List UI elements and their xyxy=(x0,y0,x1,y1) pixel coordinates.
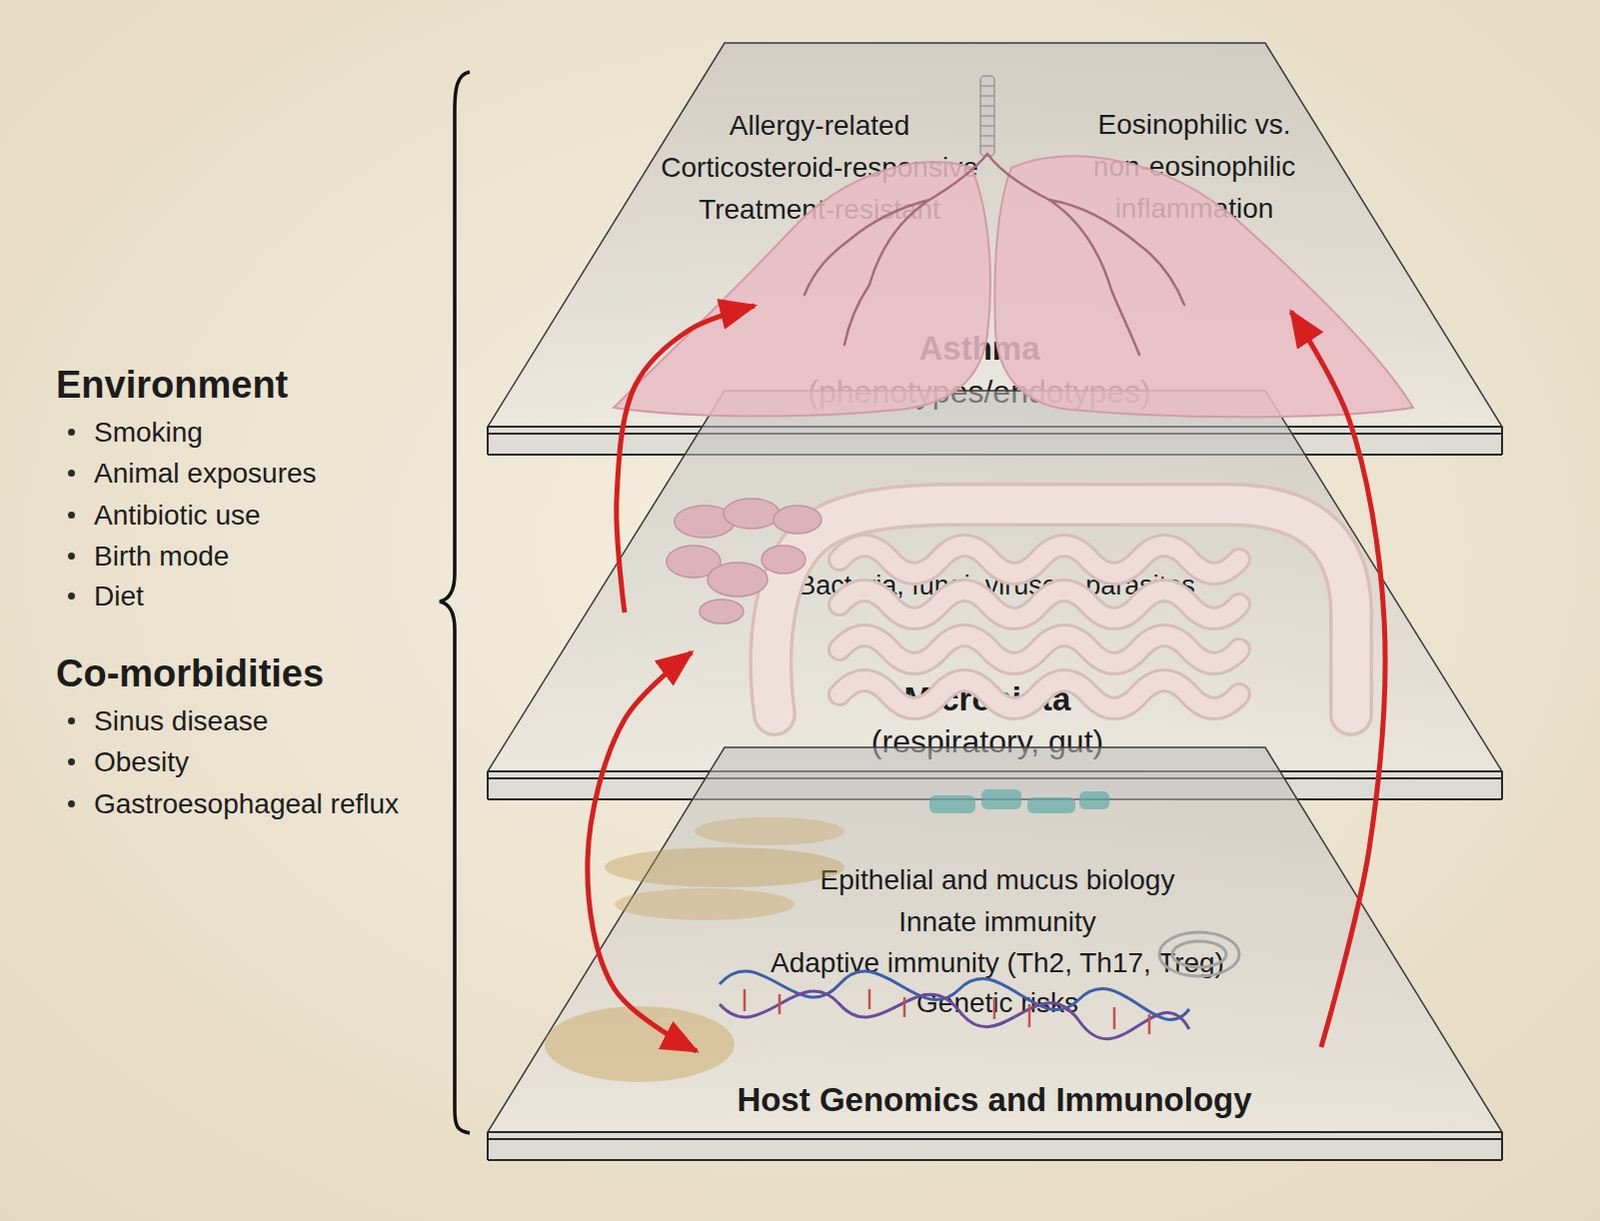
lungs-illustration xyxy=(613,75,1414,417)
bullet-dot xyxy=(67,592,75,600)
list-item: Gastroesophageal reflux xyxy=(93,786,399,822)
left-lung xyxy=(613,161,991,417)
text-slot: Innate immunity xyxy=(898,904,1097,940)
swirl-structure xyxy=(1159,932,1240,977)
plane-text: Adaptive immunity (Th2, Th17, Treg) xyxy=(770,945,1225,981)
large-intestine xyxy=(770,504,1352,715)
intestine-illustration xyxy=(666,498,1352,715)
small-intestine xyxy=(839,545,1240,709)
label-slot: Co-morbidities xyxy=(55,650,324,699)
influence-arrow xyxy=(1291,311,1386,1048)
list-item: Diet xyxy=(93,578,144,614)
list-item: Birth mode xyxy=(93,538,229,574)
label-slot: Animal exposures xyxy=(93,455,317,491)
cell-blob xyxy=(614,888,795,921)
list-item: Antibiotic use xyxy=(93,497,261,533)
bullet-dot xyxy=(67,717,75,725)
label-slot: Diet xyxy=(93,578,144,614)
bullet-dot xyxy=(67,511,75,519)
plane-edge xyxy=(487,1132,1503,1161)
plane-edge-lines xyxy=(487,1132,1503,1161)
plane-title: Host Genomics and Immunology xyxy=(736,1079,1252,1121)
influence-arrow xyxy=(587,652,697,1052)
influence-arrow xyxy=(616,305,755,613)
curly-brace xyxy=(439,71,470,1134)
group-heading: Co-morbidities xyxy=(55,650,324,699)
label-slot: Sinus disease xyxy=(93,703,268,739)
bullet-dot xyxy=(67,800,75,808)
protein-structure xyxy=(929,789,1110,814)
text-slot: Host Genomics and Immunology xyxy=(736,1079,1252,1121)
plane-text: Allergy-related xyxy=(729,107,911,143)
small-intestine-outline xyxy=(839,545,1240,709)
text-slot: Adaptive immunity (Th2, Th17, Treg) xyxy=(770,945,1225,981)
label-slot: Environment xyxy=(55,361,288,410)
text-slot: Epithelial and mucus biology xyxy=(820,862,1176,898)
list-item: Sinus disease xyxy=(93,703,268,739)
pancreas-lobes xyxy=(666,498,822,624)
label-slot: Obesity xyxy=(93,744,189,780)
label-slot: Gastroesophageal reflux xyxy=(93,786,399,822)
bullet-dot xyxy=(67,428,75,436)
host-illustration xyxy=(544,789,1240,1083)
plane-face xyxy=(487,390,1503,772)
trachea-rings xyxy=(980,85,995,146)
list-item: Smoking xyxy=(93,414,203,450)
bullet-dot xyxy=(67,552,75,560)
text-slot: Allergy-related xyxy=(729,107,911,143)
large-intestine-outline xyxy=(770,504,1352,715)
right-lung xyxy=(994,155,1414,417)
cell-blob xyxy=(694,817,845,846)
group-heading: Environment xyxy=(55,361,288,410)
bullet-dot xyxy=(67,469,75,477)
label-slot: Birth mode xyxy=(93,538,229,574)
list-item: Obesity xyxy=(93,744,189,780)
cell-blob xyxy=(604,847,845,888)
bronchi xyxy=(804,153,1185,355)
trachea xyxy=(980,75,995,156)
bullet-dot xyxy=(67,758,75,766)
list-item: Animal exposures xyxy=(93,455,317,491)
dna-helix xyxy=(719,971,1190,1040)
plane-face xyxy=(487,42,1503,427)
label-slot: Smoking xyxy=(93,414,203,450)
plane-text: Epithelial and mucus biology xyxy=(820,862,1176,898)
label-slot: Antibiotic use xyxy=(93,497,261,533)
plane-text: Innate immunity xyxy=(898,904,1097,940)
